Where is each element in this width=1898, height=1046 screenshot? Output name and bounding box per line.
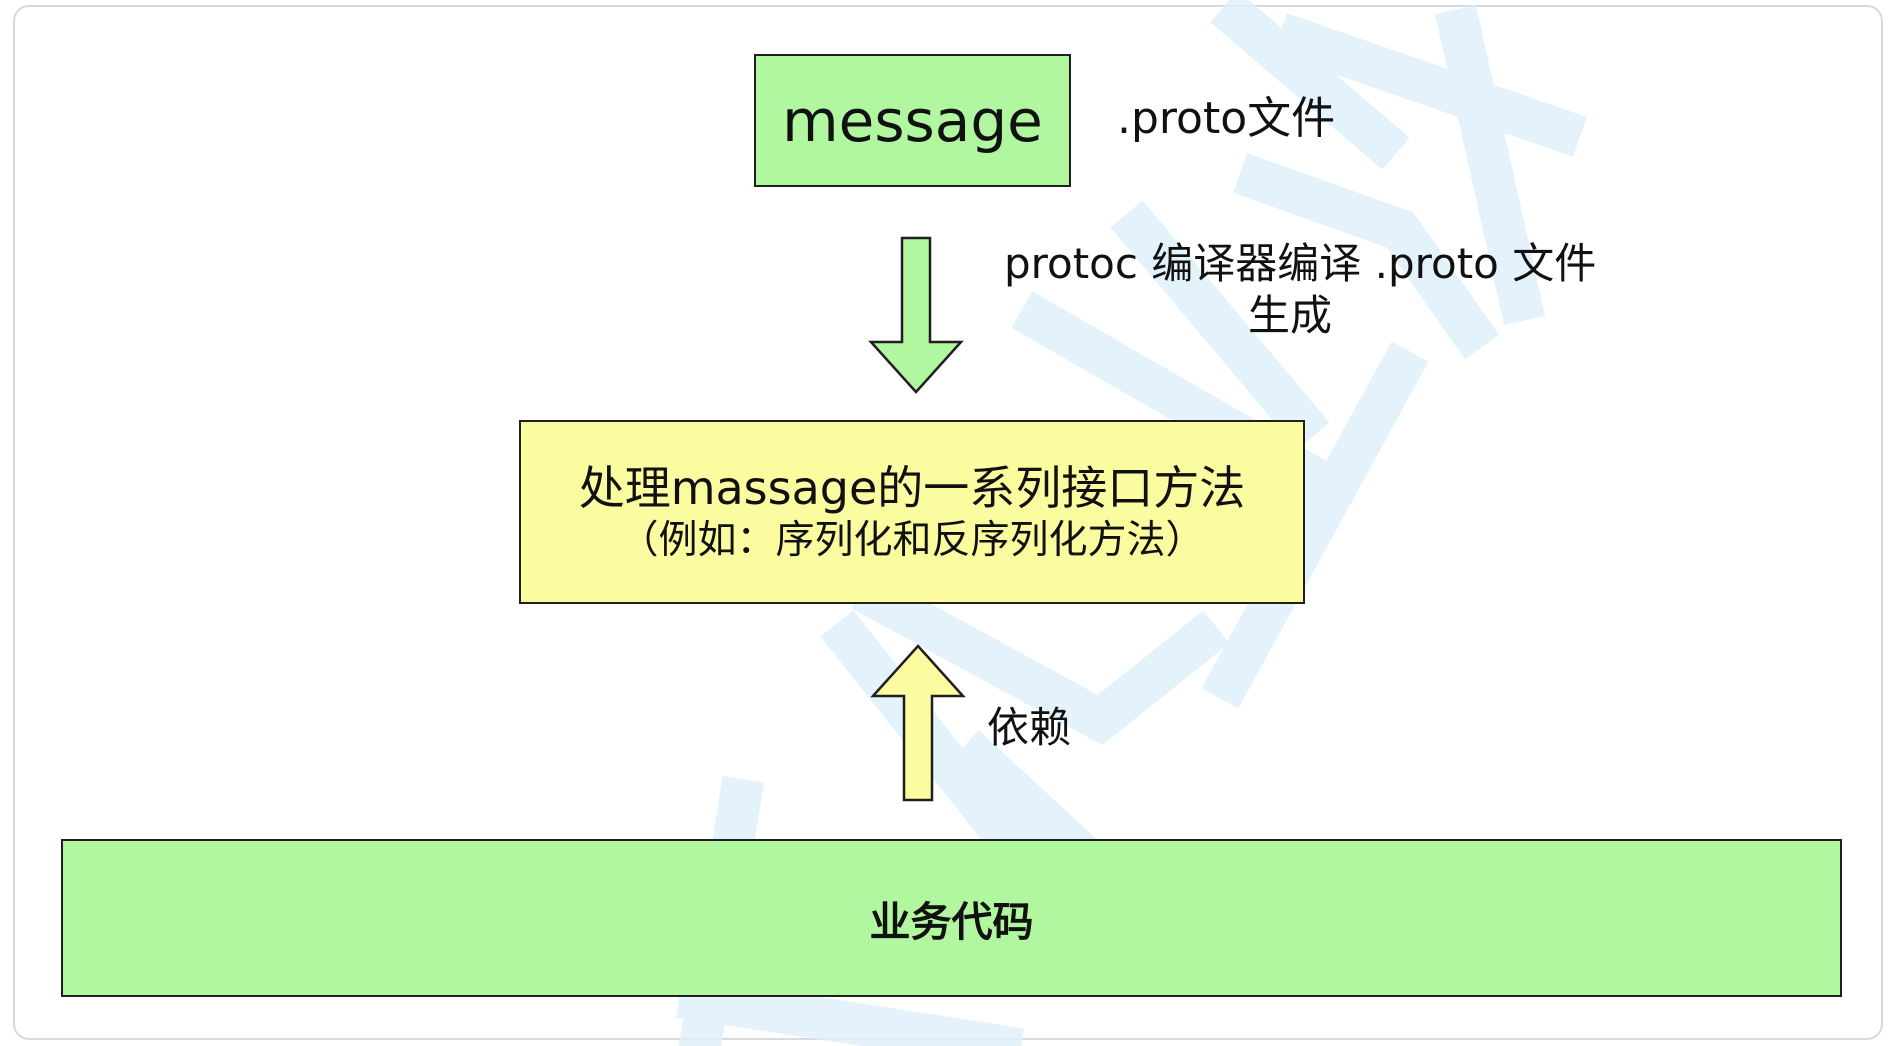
message-box: message <box>754 54 1071 187</box>
generate-arrow-down <box>868 236 964 394</box>
message-label: message <box>782 86 1043 155</box>
depend-label: 依赖 <box>987 703 1072 752</box>
methods-subtitle: （例如：序列化和反序列化方法） <box>619 518 1205 563</box>
compile-label-line2: 生成 <box>1247 291 1332 340</box>
compile-label: protoc 编译器编译 .proto 文件 生成 <box>1004 238 1597 342</box>
methods-box: 处理massage的一系列接口方法 （例如：序列化和反序列化方法） <box>519 420 1305 604</box>
proto-file-label: .proto文件 <box>1117 93 1336 144</box>
methods-title: 处理massage的一系列接口方法 <box>578 461 1246 515</box>
depend-arrow-up <box>870 644 966 802</box>
compile-label-line1: protoc 编译器编译 .proto 文件 <box>1004 239 1597 288</box>
business-code-label: 业务代码 <box>869 898 1034 946</box>
business-code-box: 业务代码 <box>61 839 1842 997</box>
